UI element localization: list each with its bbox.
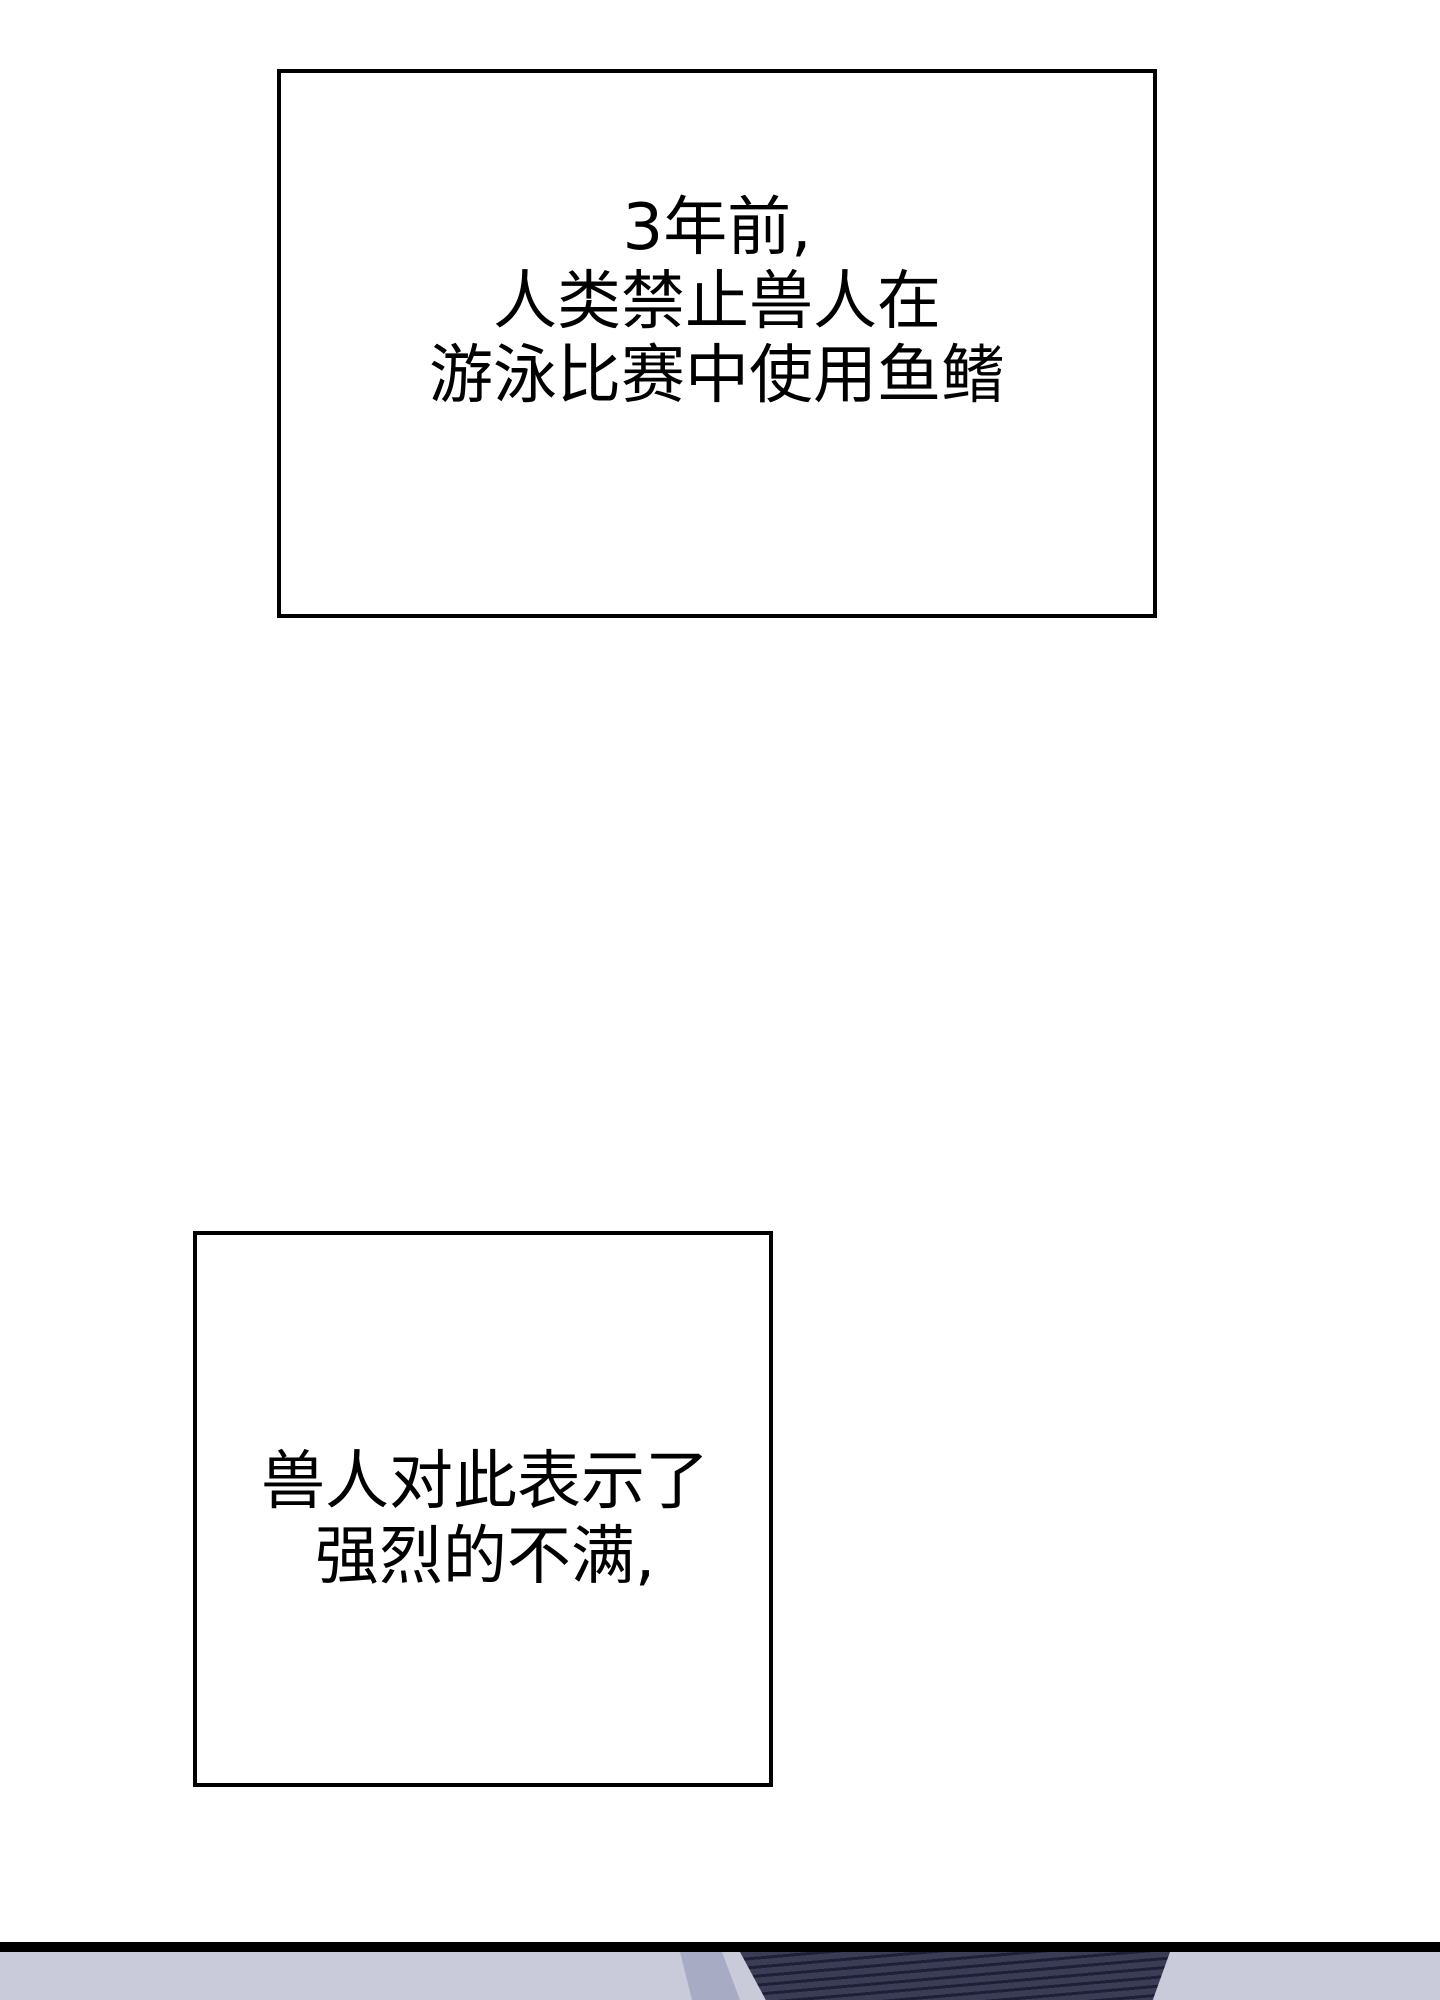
panel-art-highlight <box>680 1952 740 2000</box>
caption-line: 人类禁止兽人在 <box>493 265 941 339</box>
panel-border <box>0 1942 1440 1952</box>
caption-text-bottom: 兽人对此表示了 强烈的不满, <box>261 1445 709 1595</box>
caption-line: 兽人对此表示了 <box>261 1445 709 1519</box>
caption-line: 强烈的不满, <box>314 1520 656 1594</box>
caption-box-top: 3年前, 人类禁止兽人在 游泳比赛中使用鱼鳍 <box>277 69 1157 618</box>
caption-line: 游泳比赛中使用鱼鳍 <box>429 339 1005 413</box>
caption-text-top: 3年前, 人类禁止兽人在 游泳比赛中使用鱼鳍 <box>281 191 1153 413</box>
caption-line: 3年前, <box>622 191 812 265</box>
panel-art-stripes <box>740 1952 1170 2000</box>
next-panel-edge <box>0 1942 1440 2000</box>
caption-box-bottom: 兽人对此表示了 强烈的不满, <box>193 1231 773 1787</box>
